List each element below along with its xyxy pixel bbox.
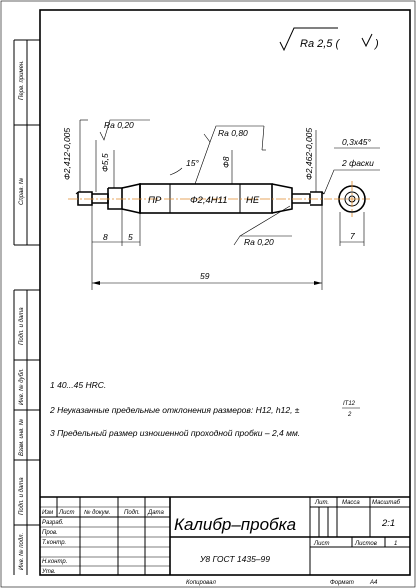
margin-podp-data-1: Подп. и дата <box>19 307 25 345</box>
ra-bottom: Ra 0,20 <box>244 237 274 247</box>
tb-nkontr: Н.контр. <box>42 559 67 565</box>
roughness-general-icon <box>279 27 338 52</box>
margin-inv-podl: Инв. № подл. <box>18 533 25 570</box>
len-5: 5 <box>128 232 133 242</box>
tb-prov: Пров. <box>42 530 58 536</box>
len-8: 8 <box>103 232 108 242</box>
tolerance-numerator: IT12 <box>343 401 356 407</box>
ra-left: Ra 0,20 <box>104 120 134 130</box>
tb-utv: Утв. <box>41 569 56 575</box>
part-material: У8 ГОСТ 1435–99 <box>199 554 270 564</box>
tb-massa: Масса <box>342 500 360 506</box>
dia-8: Ф8 <box>221 156 231 168</box>
go-side-label: ПР <box>148 195 162 206</box>
tb-header-izm: Изм <box>42 510 53 516</box>
tb-tkontr: Т.контр. <box>42 540 66 546</box>
dia-right: Ф2,462-0,005 <box>304 128 314 180</box>
tb-masshtab: Масштаб <box>372 500 401 506</box>
dia-55: Ф5,5 <box>100 153 110 172</box>
len-7: 7 <box>350 231 355 241</box>
tb-header-data: Дата <box>147 510 164 516</box>
len-59: 59 <box>200 271 210 281</box>
note-3: 3 Предельный размер изношенной проходной… <box>50 428 300 438</box>
drawing-frame <box>39 9 411 576</box>
tb-header-list: Лист <box>58 510 74 516</box>
margin-inv-dubl: Инв. № дубл. <box>18 368 25 405</box>
roughness-check-icon <box>361 33 373 48</box>
angle-15: 15° <box>186 158 199 168</box>
tb-sheet: Лист <box>313 541 329 547</box>
margin-perv-primen: Перв. примен. <box>19 60 25 100</box>
part-name: Калибр–пробка <box>174 515 296 534</box>
tb-header-podp: Подп. <box>124 510 140 516</box>
tb-razrab: Разраб. <box>42 520 64 526</box>
dimension-lines <box>79 119 380 290</box>
roughness-general-end: ) <box>373 38 379 50</box>
tb-lit: Лит. <box>314 500 329 506</box>
dia-left: Ф2,412-0,005 <box>62 128 72 180</box>
chamfer-label: 0,3x45° <box>342 137 372 147</box>
footer-kopiroval: Копировал <box>186 580 216 586</box>
nogo-side-label: НЕ <box>246 195 260 206</box>
footer-format: Формат <box>330 580 354 586</box>
tb-sheets: Листов <box>354 541 377 547</box>
chamfer-note: 2 фаски <box>341 158 374 168</box>
end-view <box>334 181 370 217</box>
bore-label: Ф2,4H11 <box>190 195 227 206</box>
left-margin-columns <box>13 39 40 575</box>
margin-podp-data-2: Подп. и дата <box>19 477 25 515</box>
margin-sprav-no: Справ. № <box>18 177 25 205</box>
tolerance-denominator: 2 <box>347 412 352 418</box>
note-2: 2 Неуказанные предельные отклонения разм… <box>49 405 300 415</box>
margin-vzam-inv: Взам. инв. № <box>18 418 25 456</box>
ra-mid: Ra 0,80 <box>218 128 248 138</box>
roughness-general: Ra 2,5 ( <box>300 38 340 50</box>
tb-scale-value: 2:1 <box>381 518 395 529</box>
note-1: 1 40...45 HRC. <box>50 380 106 390</box>
title-block-grid <box>40 496 410 575</box>
part-outline <box>75 183 325 214</box>
footer-format-value: А4 <box>369 580 378 586</box>
tb-header-doc: № докум. <box>84 509 110 516</box>
tb-sheets-value: 1 <box>394 541 397 547</box>
